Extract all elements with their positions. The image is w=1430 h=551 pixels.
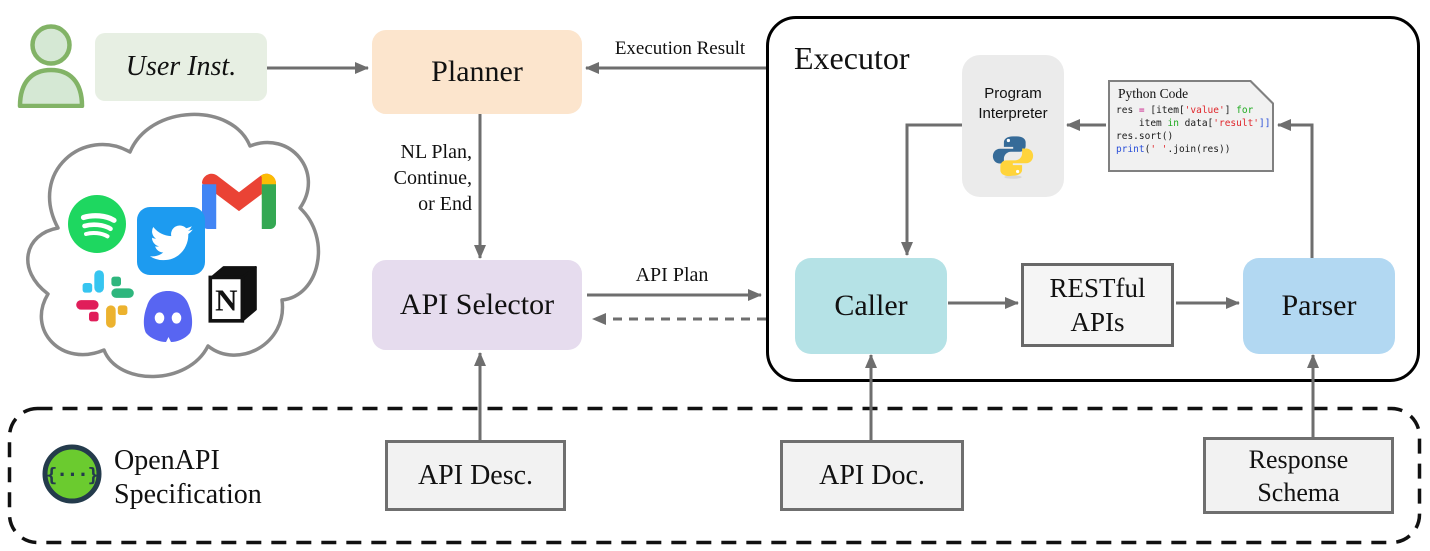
restful-label-2: APIs — [1070, 307, 1125, 337]
nl-plan-line1: NL Plan, — [400, 141, 472, 163]
response-schema-label-2: Schema — [1257, 477, 1340, 507]
api-desc-node: API Desc. — [385, 440, 566, 511]
user-inst-label: User Inst. — [125, 51, 237, 82]
python-logo-icon — [990, 132, 1036, 180]
openapi-braces-glyph: {···} — [46, 464, 98, 486]
response-schema-node: Response Schema — [1203, 437, 1394, 514]
spotify-icon — [66, 193, 128, 255]
notion-icon: N — [201, 264, 263, 326]
executor-container — [766, 16, 1420, 382]
openapi-label-line2: Specification — [114, 479, 262, 510]
code-lines: res = [item['value'] for item in data['r… — [1116, 105, 1271, 155]
planner-node: Planner — [372, 30, 582, 114]
python-code-inner: Python Code res = [item['value'] for ite… — [1110, 82, 1272, 170]
api-selector-label: API Selector — [399, 288, 555, 321]
response-schema-label-1: Response — [1248, 444, 1349, 474]
openapi-icon: {···} — [40, 442, 104, 506]
slack-icon — [73, 267, 137, 331]
caller-label: Caller — [834, 289, 908, 322]
restful-label-1: RESTful — [1049, 273, 1146, 303]
notion-letter: N — [215, 283, 237, 318]
api-doc-node: API Doc. — [780, 440, 964, 511]
execution-result-label: Execution Result — [614, 38, 746, 59]
nl-plan-label: NL Plan, Continue, or End — [352, 139, 472, 217]
nl-plan-line2: Continue, — [393, 167, 472, 189]
python-code-title: Python Code — [1118, 86, 1189, 101]
nl-plan-line3: or End — [418, 193, 472, 215]
api-selector-node: API Selector — [372, 260, 582, 350]
user-inst-node: User Inst. — [95, 33, 267, 101]
gmail-icon — [202, 172, 276, 229]
parser-node: Parser — [1243, 258, 1395, 354]
parser-label: Parser — [1281, 289, 1357, 322]
program-interpreter-node: Program Interpreter — [962, 55, 1064, 197]
discord-icon — [135, 286, 201, 348]
api-doc-label: API Doc. — [819, 459, 925, 491]
openapi-label-line1: OpenAPI — [114, 445, 220, 476]
python-code-note: Python Code res = [item['value'] for ite… — [1108, 80, 1274, 172]
api-desc-label: API Desc. — [417, 459, 534, 491]
twitter-icon — [137, 207, 205, 275]
restful-apis-node: RESTful APIs — [1021, 263, 1174, 347]
user-icon — [12, 20, 90, 108]
program-interpreter-label-1: Program — [984, 85, 1042, 102]
executor-label: Executor — [794, 40, 910, 76]
program-interpreter-label-2: Interpreter — [978, 105, 1048, 122]
api-plan-label: API Plan — [635, 264, 709, 286]
openapi-spec-label: OpenAPI Specification — [114, 444, 262, 512]
caller-node: Caller — [795, 258, 947, 354]
planner-label: Planner — [431, 55, 523, 88]
